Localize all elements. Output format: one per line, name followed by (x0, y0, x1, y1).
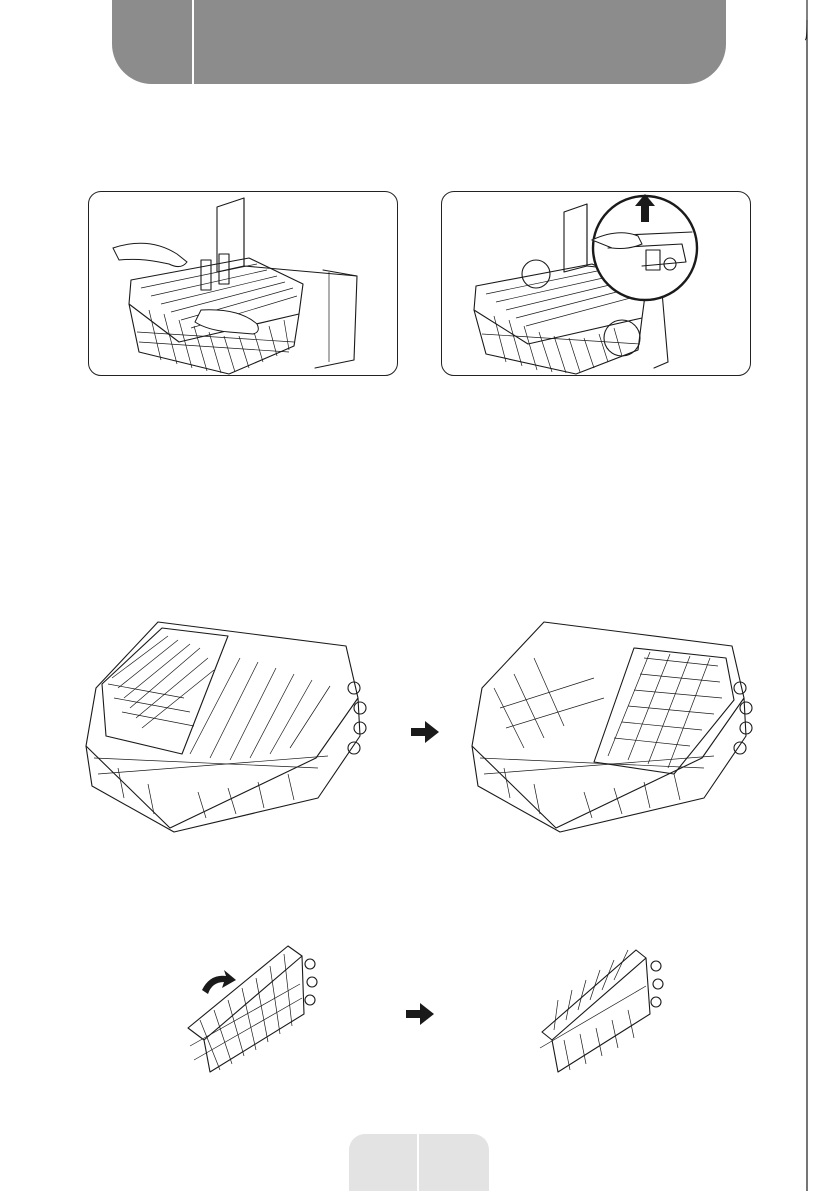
folding-tine-lowered-illustration (528, 940, 678, 1075)
page-edge-line (807, 0, 809, 1191)
upper-rack-basket-left-illustration (78, 618, 378, 836)
header-divider (192, 0, 194, 84)
upper-rack-basket-right-illustration (464, 618, 764, 836)
folding-tine-raised-illustration (180, 940, 330, 1075)
folding-tine-raised-figure (180, 940, 330, 1075)
footer-divider (417, 1134, 419, 1191)
rotate-arrow-icon (202, 970, 236, 994)
right-arrow-icon (404, 1002, 436, 1026)
rack-basket-left-figure (78, 618, 378, 836)
header-band (112, 0, 726, 84)
hands-removing-rack-illustration (89, 192, 397, 375)
lift-rack-clip-illustration (442, 192, 750, 375)
panel-remove-rack (88, 191, 398, 376)
folding-tine-lowered-figure (528, 940, 678, 1075)
right-arrow-icon (409, 720, 441, 744)
rack-basket-right-figure (464, 618, 764, 836)
footer-page-tab (349, 1134, 489, 1191)
panel-lift-clip (441, 191, 751, 376)
